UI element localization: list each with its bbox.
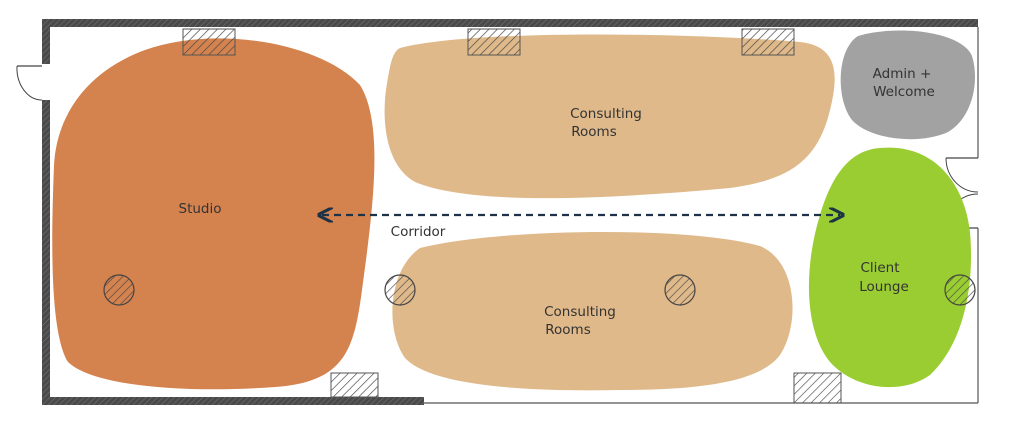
label-consulting-bottom-line1: Consulting [544,304,616,320]
walls [42,19,979,405]
label-admin-line1: Admin + [873,66,932,82]
hatch-window-5 [793,372,842,404]
hatch-window-1 [182,28,236,56]
zone-admin [840,30,975,140]
hatch-window-2 [467,28,521,56]
zone-consulting-top [384,34,835,199]
label-client-line2: Lounge [859,279,909,295]
column-4 [944,274,976,306]
door-left [16,65,43,101]
label-studio: Studio [179,201,222,217]
label-consulting-top-line1: Consulting [570,106,642,122]
label-consulting-top-line2: Rooms [571,124,616,140]
hatch-window-4 [330,372,379,398]
hatch-window-3 [741,28,795,56]
wall-bottom [42,397,424,405]
column-2 [384,274,416,306]
label-corridor: Corridor [391,224,446,240]
zone-consulting-bottom [392,231,793,391]
wall-left-lower [42,100,50,405]
wall-top [42,19,978,27]
label-consulting-bottom-line2: Rooms [545,322,590,338]
zone-client-lounge [808,147,972,388]
zone-studio [52,38,375,390]
column-3 [664,274,696,306]
column-1 [103,274,135,306]
wall-left-upper [42,19,50,64]
label-admin-line2: Welcome [873,84,935,100]
label-client-line1: Client [860,260,899,276]
